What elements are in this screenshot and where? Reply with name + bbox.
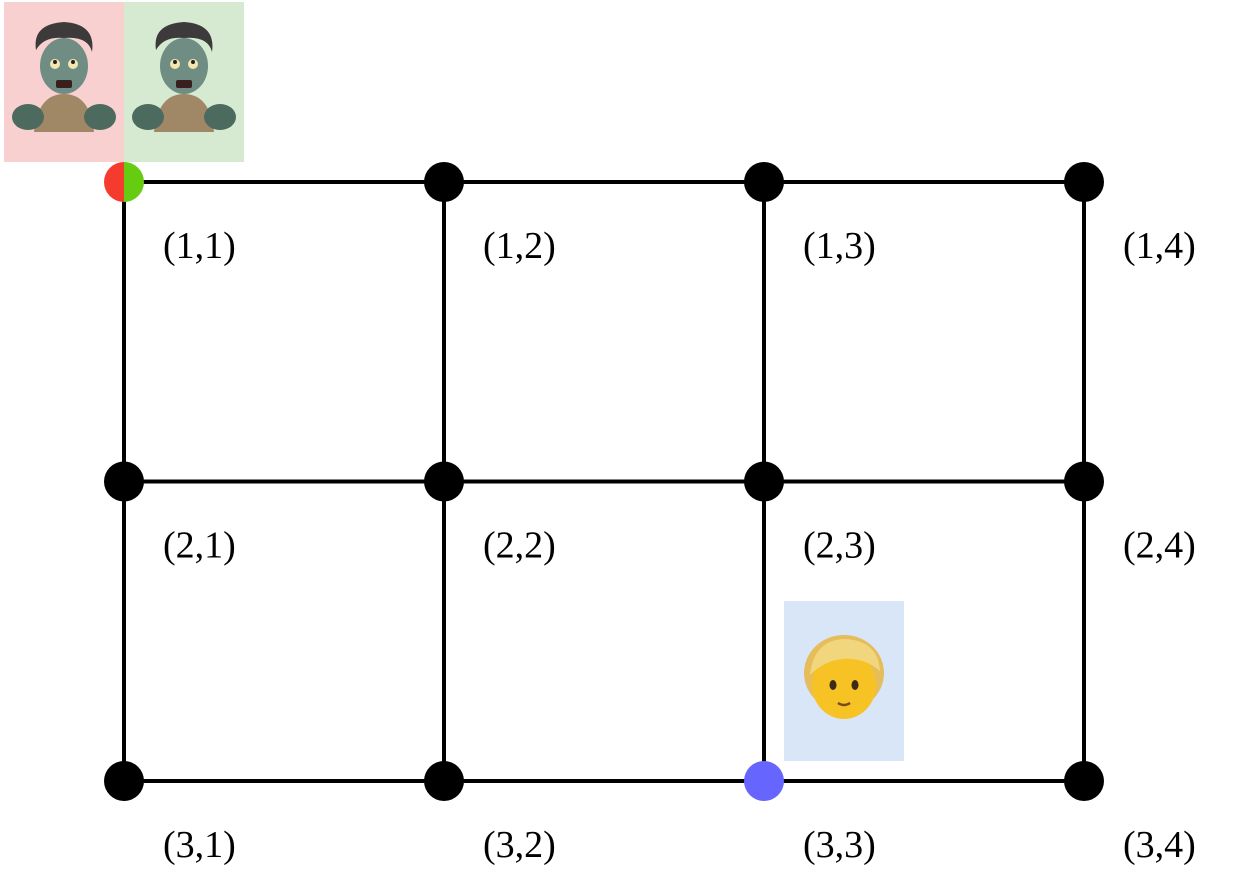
node-label-2-1: (2,1) xyxy=(163,525,236,567)
zombie-icon xyxy=(132,22,236,132)
node-label-1-1: (1,1) xyxy=(163,225,236,267)
piece-player[interactable] xyxy=(784,601,904,761)
piece-tiles xyxy=(4,2,904,761)
grid-nodes xyxy=(104,162,1104,801)
node-label-2-2: (2,2) xyxy=(483,525,556,567)
piece-zombie-green[interactable] xyxy=(124,2,244,162)
node-label-3-1: (3,1) xyxy=(163,824,236,866)
node-label-3-4: (3,4) xyxy=(1123,824,1196,866)
person-icon xyxy=(804,635,884,719)
node-1-1-marker-right[interactable] xyxy=(124,162,144,202)
node-2-4[interactable] xyxy=(1064,461,1104,502)
node-1-1-marker-left[interactable] xyxy=(104,162,124,202)
node-label-2-4: (2,4) xyxy=(1123,525,1196,567)
node-2-2[interactable] xyxy=(424,461,464,502)
node-3-3[interactable] xyxy=(744,761,784,801)
node-label-2-3: (2,3) xyxy=(803,525,876,567)
node-3-2[interactable] xyxy=(424,761,464,801)
node-1-3[interactable] xyxy=(744,162,784,202)
piece-zombie-red[interactable] xyxy=(4,2,124,162)
node-2-1[interactable] xyxy=(104,461,144,502)
node-3-4[interactable] xyxy=(1064,761,1104,801)
node-label-3-3: (3,3) xyxy=(803,824,876,866)
grid-edges xyxy=(122,180,1086,783)
node-label-1-3: (1,3) xyxy=(803,225,876,267)
node-1-2[interactable] xyxy=(424,162,464,202)
node-label-1-4: (1,4) xyxy=(1123,225,1196,267)
node-label-3-2: (3,2) xyxy=(483,824,556,866)
node-2-3[interactable] xyxy=(744,461,784,502)
coordinate-labels: (1,1) (1,2) (1,3) (1,4) (2,1) (2,2) (2,3) (2,4)… xyxy=(163,225,1196,866)
node-label-1-2: (1,2) xyxy=(483,225,556,267)
node-3-1[interactable] xyxy=(104,761,144,801)
node-1-4[interactable] xyxy=(1064,162,1104,202)
zombie-icon xyxy=(12,22,116,132)
